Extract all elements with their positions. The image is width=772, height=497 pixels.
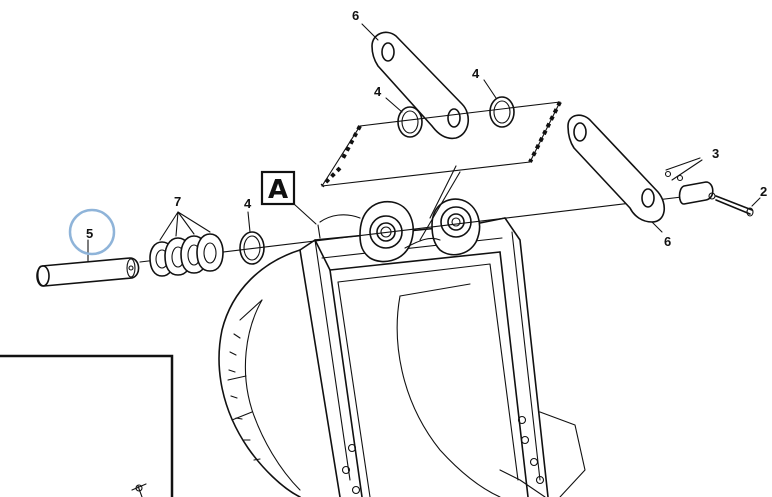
inset-frame (0, 354, 174, 497)
section-plane (320, 101, 562, 241)
bolt-part-2 (708, 192, 761, 217)
lug-bridge (404, 237, 441, 249)
pin-axis-line (139, 195, 691, 263)
callout-7: 7 (174, 194, 181, 209)
view-label-text: A (268, 175, 288, 205)
shims-part-7 (149, 211, 224, 277)
o-ring-top-right-part-4 (483, 79, 515, 128)
highlight-circle (68, 208, 116, 256)
callout-4-left: 4 (244, 196, 252, 211)
callout-5: 5 (86, 226, 93, 241)
callout-6-right: 6 (664, 234, 671, 249)
view-label-box: A (260, 170, 317, 225)
callout-4-top-right: 4 (472, 66, 480, 81)
link-right-part-6 (567, 114, 665, 233)
callout-4-top-left: 4 (374, 84, 382, 99)
pin-part-5 (36, 239, 140, 287)
o-ring-top-left-part-4 (385, 97, 423, 138)
callout-6-top: 6 (352, 8, 359, 23)
bucket-body (218, 217, 586, 497)
o-ring-left-part-4 (239, 211, 265, 265)
bucket-left-lug (317, 201, 414, 263)
link-top-part-6 (361, 23, 469, 140)
callout-2: 2 (760, 184, 767, 199)
callout-3: 3 (712, 146, 719, 161)
retainer-part-3 (664, 157, 714, 205)
